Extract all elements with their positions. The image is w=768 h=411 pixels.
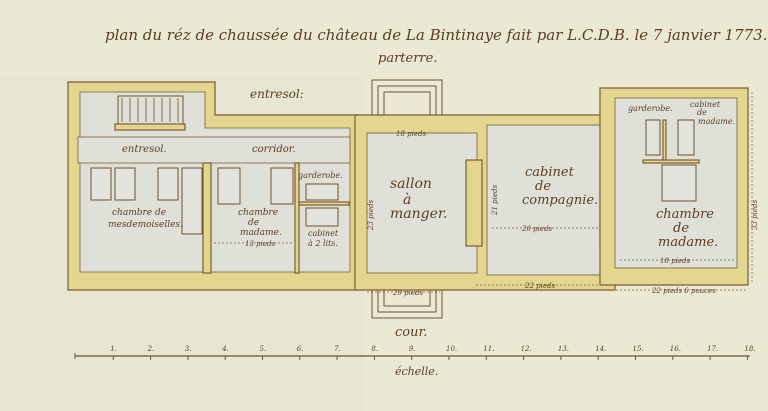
scale-tick-label: 11. <box>483 345 494 353</box>
parterre-label: parterre. <box>378 51 437 66</box>
label-cabinet-2-lits-2: à 2 lits. <box>308 239 338 248</box>
label-chambre-madame-right-1: chambre <box>656 207 714 222</box>
dim-20-pieds-cabinet: 20 pieds <box>521 225 552 233</box>
scale-tick-label: 1. <box>110 345 117 353</box>
label-garderobe-right: garderobe. <box>628 104 673 113</box>
label-chambre-madame-left-1: chambre <box>238 208 278 218</box>
label-cabinet-compagnie-1: cabinet <box>525 165 575 180</box>
dim-23-pieds: 23 pieds <box>367 200 375 231</box>
label-chambre-madame-right-3: madame. <box>658 235 718 250</box>
label-sallon-2: à <box>403 192 411 208</box>
top-steps <box>371 79 443 119</box>
dim-22-pieds: 22 pieds <box>524 282 555 290</box>
label-chambre-madame-left-3: madame. <box>240 228 282 238</box>
scale-tick-label: 5. <box>260 345 267 353</box>
left-wing <box>67 81 359 291</box>
scale-tick-label: 12. <box>521 345 532 353</box>
scale-tick-label: 17. <box>707 345 718 353</box>
scale-tick-label: 14. <box>595 345 606 353</box>
dim-22-pieds-6-pouces: 22 pieds 6 pouces <box>651 287 716 295</box>
label-chambre-madame-right-2: de <box>673 221 689 236</box>
cour-label: cour. <box>395 325 427 340</box>
scale-tick-label: 6. <box>297 345 304 353</box>
label-garderobe-left: garderobe. <box>298 171 343 180</box>
scale-tick-label: 15. <box>633 345 644 353</box>
scale-tick-label: 3. <box>185 345 192 353</box>
label-cabinet-madame-1: cabinet <box>690 100 721 109</box>
dim-20-pieds-sallon: 20 pieds <box>392 289 423 297</box>
dim-21-pieds: 21 pieds <box>491 185 499 216</box>
corridor-band <box>77 136 351 164</box>
plan-title: plan du réz de chaussée du château de La… <box>105 26 767 44</box>
scale-tick-label: 10. <box>446 345 457 353</box>
scale-tick-label: 16. <box>670 345 681 353</box>
scale-tick-label: 9. <box>409 345 416 353</box>
label-cabinet-2-lits-1: cabinet <box>308 229 339 238</box>
label-entresol: entresol. <box>122 144 167 155</box>
label-corridor: corridor. <box>252 144 296 155</box>
scale-tick-label: 13. <box>558 345 569 353</box>
scale-tick-label: 2. <box>147 345 155 353</box>
label-chambre-mesdemoiselles-1: chambre de <box>112 208 166 218</box>
dim-33-pieds: 33 pieds <box>751 200 759 230</box>
label-chambre-madame-left-2: de <box>248 218 259 228</box>
scale-bar: 1. 2. 3. 4. 5. 6. 7. 8. 9. 10. 11. 12. 13. 14. 15. 16. 1… <box>74 345 756 360</box>
scale-tick-label: 7. <box>334 345 341 353</box>
dimension-lines <box>214 92 753 293</box>
label-cabinet-madame-2: de <box>697 108 707 117</box>
label-cabinet-madame-3: madame. <box>698 117 735 126</box>
centre-block <box>354 114 617 291</box>
label-sallon-1: sallon <box>390 176 432 192</box>
label-cabinet-compagnie-3: compagnie. <box>522 193 598 208</box>
dim-13-pieds: 13 pieds <box>245 240 275 248</box>
scale-label: échelle. <box>395 365 438 378</box>
dim-18-pieds-sallon: 18 pieds <box>396 130 426 138</box>
right-wing <box>599 87 749 286</box>
dim-18-pieds-chambre: 18 pieds <box>660 257 690 265</box>
label-cabinet-compagnie-2: de <box>535 179 551 194</box>
scale-tick-label: 8. <box>371 345 378 353</box>
scale-tick-label: 4. <box>221 345 229 353</box>
label-sallon-3: manger. <box>390 206 448 222</box>
scale-tick-label: 18. <box>744 345 755 353</box>
label-entresol-top: entresol: <box>250 87 304 101</box>
label-chambre-mesdemoiselles-2: mesdemoiselles. <box>108 220 183 230</box>
